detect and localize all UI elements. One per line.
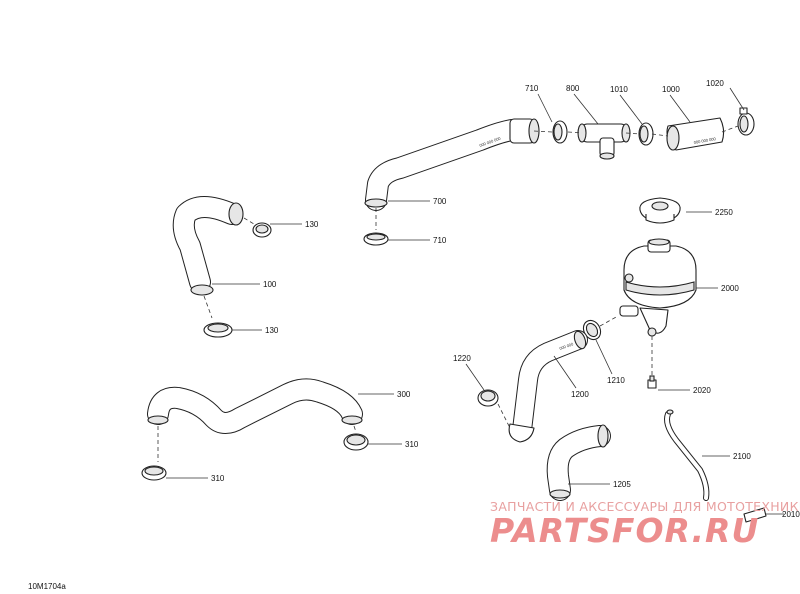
hose-100 [172,196,244,296]
callout-2000: 2000 [721,284,739,293]
callout-710-upper: 710 [525,84,539,93]
svg-text:000 000 000: 000 000 000 [693,136,717,145]
callout-1210: 1210 [607,376,625,385]
callout-130-lower: 130 [265,326,279,335]
callout-1200: 1200 [571,390,589,399]
callout-2020: 2020 [693,386,711,395]
callout-310-left: 310 [211,474,225,483]
t-fitting-800 [577,123,631,160]
clamp-310-right [343,433,369,451]
callout-700: 700 [433,197,447,206]
screw-2020 [647,375,657,389]
callout-1205: 1205 [613,480,631,489]
clamp-1220 [477,389,499,407]
callout-2250: 2250 [715,208,733,217]
clamp-130-upper [252,222,272,238]
watermark-subtitle: ЗАПЧАСТИ И АКСЕССУАРЫ ДЛЯ МОТОТЕХНИКИ [490,499,800,514]
callout-1220: 1220 [453,354,471,363]
clamp-130-lower [203,322,233,338]
callout-2010: 2010 [782,510,800,519]
callout-2100: 2100 [733,452,751,461]
callout-100: 100 [263,280,277,289]
hose-1205 [546,424,611,501]
callout-310-right: 310 [405,440,419,449]
hose-700: 000 000 000 [364,118,540,211]
clip-2010 [743,507,767,523]
clamp-1020 [737,107,755,136]
clamp-310-left [141,465,167,481]
hose-1000: 000 000 000 [666,117,725,151]
clamp-1010 [638,122,654,146]
leader-lines [166,87,784,515]
coolant-reservoir-2000 [619,238,697,337]
callout-1010: 1010 [610,85,628,94]
clamp-710-upper [552,120,568,144]
clamp-710-lower [363,232,389,246]
callout-710-lower: 710 [433,236,447,245]
hose-1200: 000 000 [508,330,588,443]
svg-text:000 000: 000 000 [559,341,575,351]
pressure-cap-2250 [639,197,681,224]
hose-2100 [664,409,710,501]
callout-300: 300 [397,390,411,399]
callout-800: 800 [566,84,580,93]
diagram-code: 10M1704a [28,582,66,591]
callout-1000: 1000 [662,85,680,94]
callout-1020: 1020 [706,79,724,88]
callout-130-upper: 130 [305,220,319,229]
hose-300 [147,378,363,434]
watermark-brand: PARTSFOR.RU [490,511,759,550]
